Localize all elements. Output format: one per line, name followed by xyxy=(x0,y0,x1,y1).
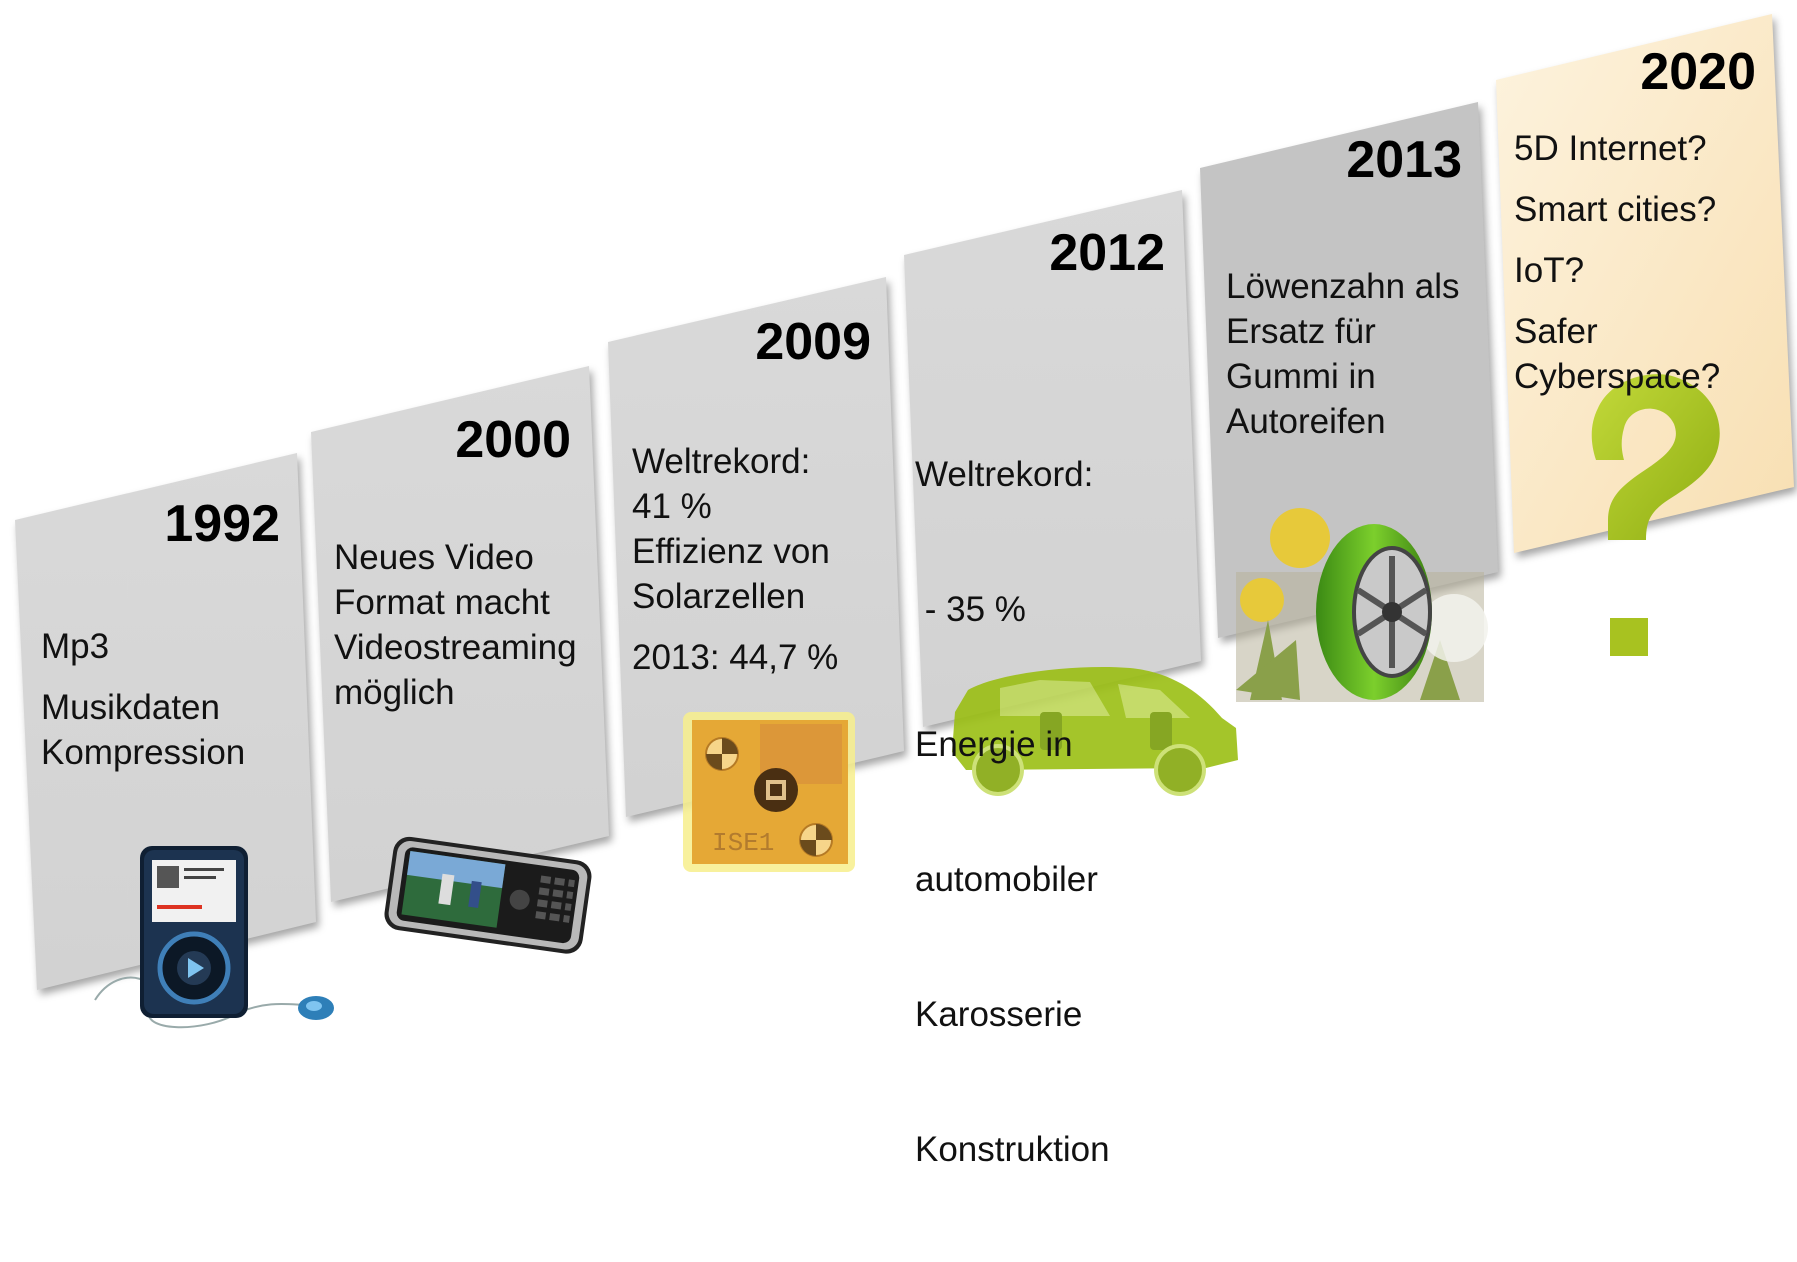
timeline-diagram: ISE1 xyxy=(15,14,1794,1169)
mobile-phone-icon xyxy=(384,836,592,954)
panel-2012 xyxy=(904,190,1201,727)
panel-text-2020: 5D Internet? Smart cities? IoT? Safer Cy… xyxy=(1514,129,1721,396)
panel-2013 xyxy=(1200,102,1498,638)
year-2009: 2009 xyxy=(755,313,871,371)
panel-2020 xyxy=(1496,14,1794,553)
timeline-graphics: ISE1 xyxy=(15,14,1794,1029)
solar-cell-icon xyxy=(683,712,855,872)
year-2000: 2000 xyxy=(455,411,571,469)
solar-cell-label: ISE1 xyxy=(712,828,774,858)
panel-text-2012: Weltrekord: - 35 % Energie in automobile… xyxy=(915,455,1110,1169)
year-2012: 2012 xyxy=(1049,224,1165,282)
car-body-icon xyxy=(952,666,1238,796)
panel-2000 xyxy=(311,366,609,902)
year-2020: 2020 xyxy=(1640,43,1756,101)
year-1992: 1992 xyxy=(164,495,280,553)
panel-2009 xyxy=(608,277,904,817)
mp3-player-icon xyxy=(94,846,334,1029)
panel-text-2000: Neues Video Format macht Videostreaming … xyxy=(334,538,577,712)
panel-text-2013: Löwenzahn als Ersatz für Gummi in Autore… xyxy=(1226,267,1460,441)
year-2013: 2013 xyxy=(1346,131,1462,189)
panel-text-1992: Mp3 Musikdaten Kompression xyxy=(41,627,246,772)
panel-text-2009: Weltrekord: 41 % Effizienz von Solarzell… xyxy=(632,442,839,677)
dandelion-tire-icon xyxy=(1236,508,1488,702)
question-mark-icon xyxy=(1591,374,1720,656)
